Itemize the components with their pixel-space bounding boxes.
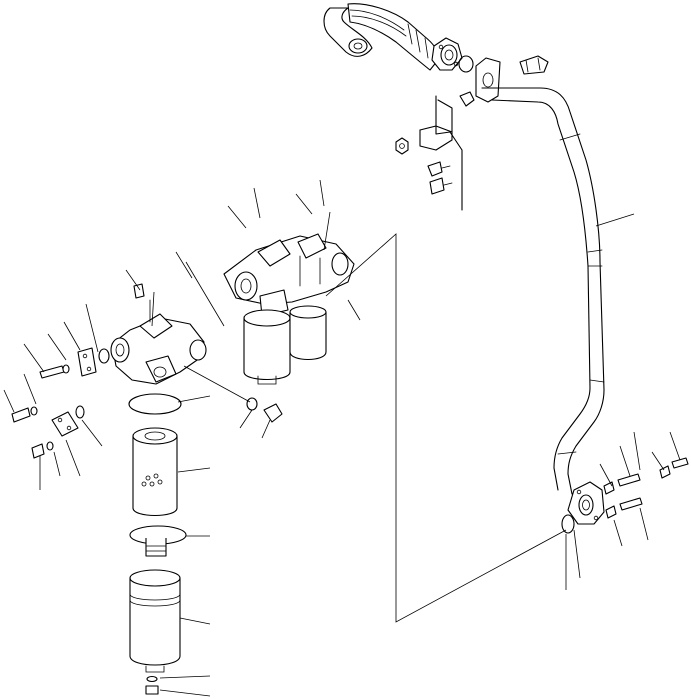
mounting-bracket <box>419 91 475 211</box>
drain-plug <box>145 685 159 695</box>
flange-bolts <box>603 457 689 519</box>
steel-pipe <box>481 87 605 495</box>
flange-o-ring <box>458 55 474 73</box>
leader-lines <box>3 179 681 697</box>
plug-washer <box>146 675 158 683</box>
bracket-fittings <box>427 161 453 195</box>
side-plug <box>263 403 283 423</box>
plug-o-ring <box>246 397 258 411</box>
filter-cartridge <box>132 427 178 517</box>
head-o-ring <box>75 348 110 419</box>
upper-hose <box>323 3 439 71</box>
filter-case <box>129 569 181 673</box>
plate-bolts <box>11 364 70 459</box>
pipe-lower-flange <box>567 481 605 525</box>
gasket-plate <box>51 347 97 437</box>
large-seal-ring <box>128 393 182 415</box>
center-valve <box>129 525 187 557</box>
pipe-clamp-bracket <box>475 55 549 103</box>
hose-flange <box>431 37 463 71</box>
connection-line <box>325 233 567 623</box>
filter-head <box>110 283 207 385</box>
twin-filter-assembly <box>223 233 355 385</box>
pipe-o-ring <box>561 514 575 534</box>
bracket-nut <box>395 137 409 155</box>
